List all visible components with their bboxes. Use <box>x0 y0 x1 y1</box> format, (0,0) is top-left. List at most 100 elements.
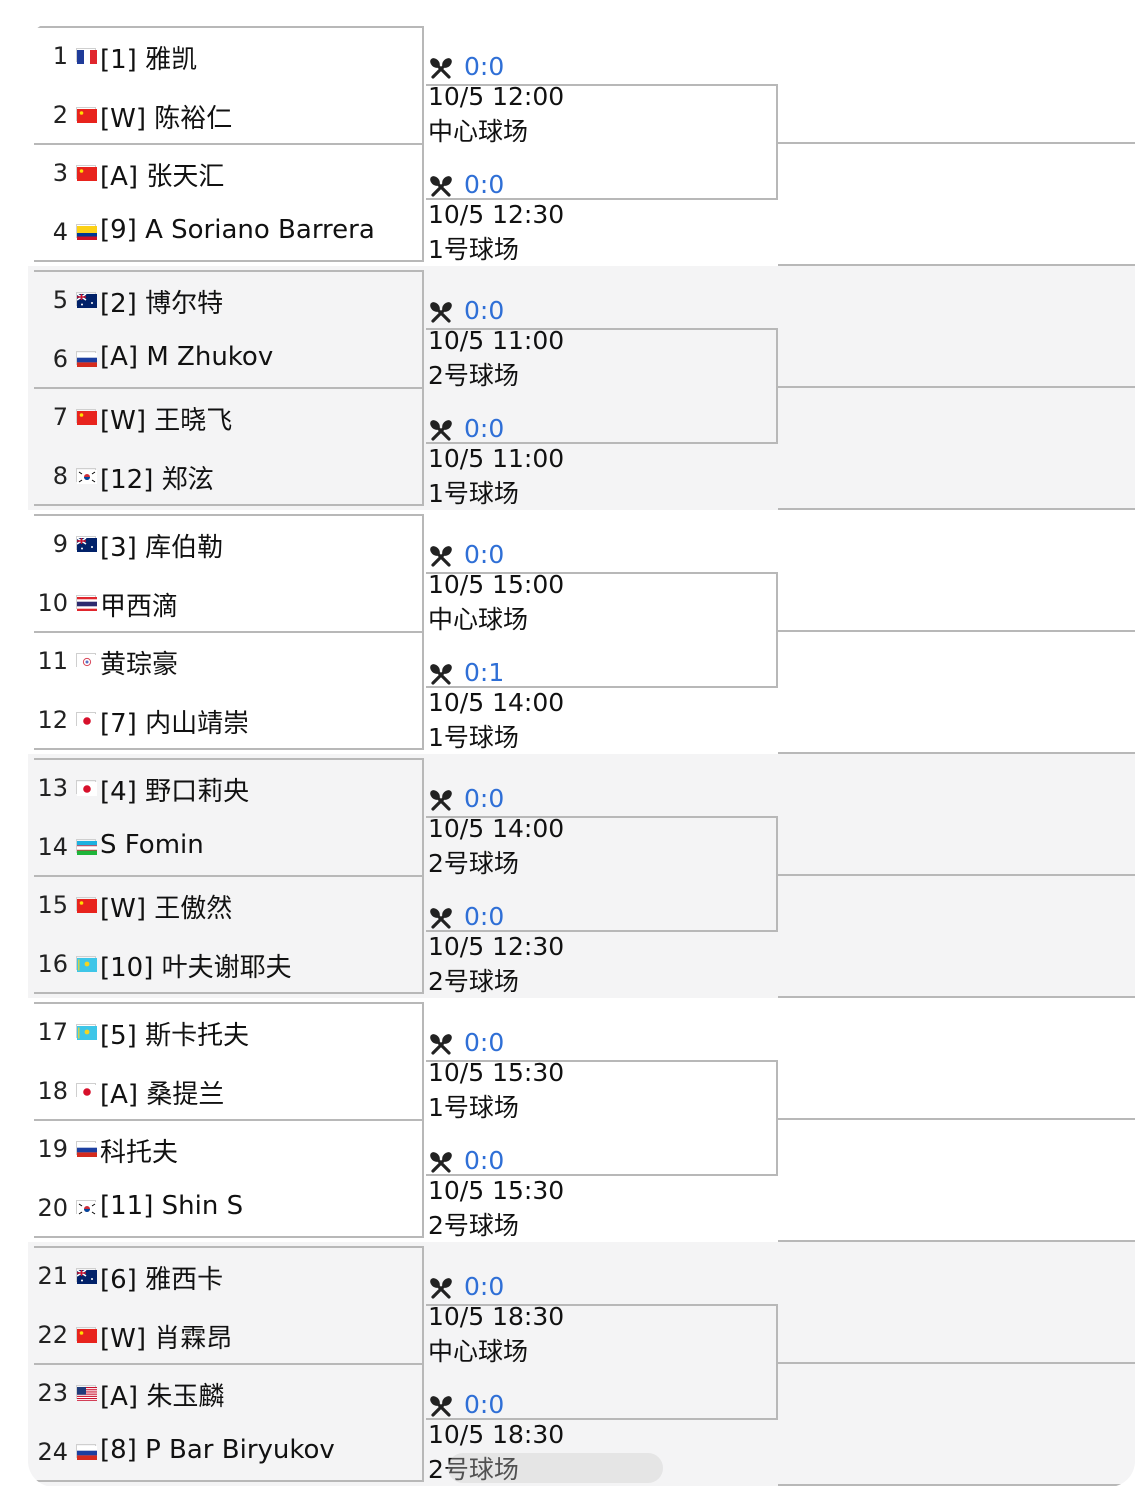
player-row[interactable]: 5[2] 博尔特 <box>34 270 424 328</box>
match-score[interactable]: 0:0 <box>464 1146 505 1175</box>
player-name[interactable]: [W] 陈裕仁 <box>100 103 233 134</box>
rackets-icon <box>428 1032 454 1058</box>
player-row[interactable]: 4[9] A Soriano Barrera <box>34 202 424 260</box>
player-row[interactable]: 24[8] P Bar Biryukov <box>34 1422 424 1480</box>
match-time: 10/5 15:30 <box>428 1058 565 1087</box>
player-name[interactable]: [W] 肖霖昂 <box>100 1323 233 1354</box>
player-row[interactable]: 10 甲西滴 <box>34 573 424 631</box>
player-row[interactable]: 20 [11] Shin S <box>34 1178 424 1236</box>
match-court: 中心球场 <box>428 117 529 146</box>
player-row[interactable]: 17[5] 斯卡托夫 <box>34 1002 424 1060</box>
player-row[interactable]: 8 [12] 郑泫 <box>34 446 424 504</box>
flag-china-icon <box>76 897 97 913</box>
player-number: 16 <box>37 949 68 978</box>
player-row[interactable]: 15[W] 王傲然 <box>34 875 424 933</box>
flag-france-icon <box>76 48 97 64</box>
player-row[interactable]: 16 [10] 叶夫谢耶夫 <box>34 934 424 992</box>
flag-australia-icon <box>76 1268 97 1284</box>
player-name[interactable]: 黄琮豪 <box>100 650 179 680</box>
match-score[interactable]: 0:0 <box>464 1390 505 1419</box>
player-number: 19 <box>37 1135 68 1163</box>
match-time: 10/5 18:30 <box>428 1420 565 1449</box>
player-name[interactable]: 甲西滴 <box>100 591 179 622</box>
player-name[interactable]: [A] 桑提兰 <box>100 1079 225 1110</box>
player-name[interactable]: [A] M Zhukov <box>100 341 274 372</box>
match-score[interactable]: 0:1 <box>464 658 505 687</box>
player-name[interactable]: [8] P Bar Biryukov <box>100 1434 335 1465</box>
player-number: 20 <box>37 1193 68 1222</box>
match-score[interactable]: 0:0 <box>464 902 505 931</box>
player-row[interactable]: 3[A] 张天汇 <box>34 143 424 201</box>
player-row[interactable]: 12[7] 内山靖崇 <box>34 690 424 748</box>
match-score[interactable]: 0:0 <box>464 1272 505 1301</box>
player-name[interactable]: [12] 郑泫 <box>100 464 214 495</box>
match-time: 10/5 11:00 <box>428 444 565 473</box>
player-name[interactable]: [5] 斯卡托夫 <box>100 1021 250 1051</box>
player-name[interactable]: S Fomin <box>100 829 204 860</box>
player-row[interactable]: 7[W] 王晓飞 <box>34 387 424 445</box>
match-score[interactable]: 0:0 <box>464 540 505 569</box>
player-number: 14 <box>37 832 68 861</box>
match-court: 1号球场 <box>428 1093 519 1122</box>
player-name[interactable]: [9] A Soriano Barrera <box>100 214 375 245</box>
flag-thailand-icon <box>76 594 97 611</box>
player-name[interactable]: [11] Shin S <box>100 1190 244 1221</box>
player-name[interactable]: [W] 王傲然 <box>100 894 233 924</box>
player-row[interactable]: 19 科托夫 <box>34 1119 424 1177</box>
match-score[interactable]: 0:0 <box>464 1028 505 1057</box>
player-name[interactable]: [3] 库伯勒 <box>100 533 224 563</box>
rackets-icon <box>428 300 454 326</box>
player-number: 11 <box>37 647 68 675</box>
player-name[interactable]: [1] 雅凯 <box>100 45 198 75</box>
player-row[interactable]: 1[1] 雅凯 <box>34 26 424 84</box>
player-row[interactable]: 6[A] M Zhukov <box>34 329 424 387</box>
player-row[interactable]: 18 [A] 桑提兰 <box>34 1061 424 1119</box>
player-name[interactable]: [6] 雅西卡 <box>100 1265 224 1295</box>
player-row[interactable]: 14 S Fomin <box>34 817 424 875</box>
player-row[interactable]: 13[4] 野口莉央 <box>34 758 424 816</box>
flag-uzbekistan-icon <box>76 838 97 855</box>
match-score[interactable]: 0:0 <box>464 52 505 81</box>
match-court: 1号球场 <box>428 723 519 752</box>
match-score[interactable]: 0:0 <box>464 784 505 813</box>
bracket-line <box>778 1362 1135 1364</box>
flag-korea-icon <box>76 1199 97 1216</box>
match-score[interactable]: 0:0 <box>464 414 505 443</box>
player-name[interactable]: [A] 张天汇 <box>100 162 225 192</box>
player-row[interactable]: 9[3] 库伯勒 <box>34 514 424 572</box>
match-score[interactable]: 0:0 <box>464 296 505 325</box>
player-name[interactable]: [2] 博尔特 <box>100 289 224 319</box>
player-name[interactable]: [W] 王晓飞 <box>100 406 233 436</box>
flag-japan-icon <box>76 1082 97 1099</box>
rackets-icon <box>428 174 454 200</box>
flag-korea-icon <box>76 467 97 484</box>
player-row[interactable]: 22[W] 肖霖昂 <box>34 1305 424 1363</box>
rackets-icon <box>428 1394 454 1420</box>
player-row[interactable]: 21[6] 雅西卡 <box>34 1246 424 1304</box>
player-name[interactable]: [10] 叶夫谢耶夫 <box>100 952 292 983</box>
bracket-line <box>778 386 1135 388</box>
player-row[interactable]: 2[W] 陈裕仁 <box>34 85 424 143</box>
bracket-line <box>778 752 1135 754</box>
player-name[interactable]: [4] 野口莉央 <box>100 777 250 807</box>
player-name[interactable]: 科托夫 <box>100 1138 179 1168</box>
player-name[interactable]: [7] 内山靖崇 <box>100 708 250 739</box>
player-name[interactable]: [A] 朱玉麟 <box>100 1382 225 1412</box>
player-row[interactable]: 11 黄琮豪 <box>34 631 424 689</box>
player-number: 8 <box>52 461 68 490</box>
player-number: 18 <box>37 1076 68 1105</box>
match-score[interactable]: 0:0 <box>464 170 505 199</box>
player-row[interactable]: 23[A] 朱玉麟 <box>34 1363 424 1421</box>
